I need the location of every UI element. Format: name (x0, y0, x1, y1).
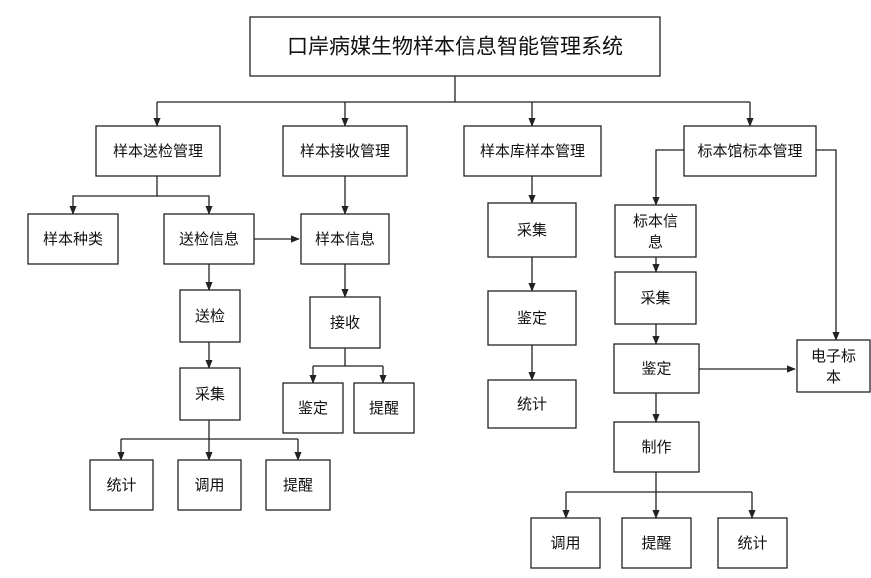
node-send-remind: 提醒 (265, 459, 331, 511)
node-send-call: 调用 (177, 459, 242, 511)
specimen-info-label-line2: 息 (648, 233, 663, 251)
send-stats-label: 统计 (106, 476, 136, 494)
museum-remind-label: 提醒 (641, 534, 671, 552)
node-send-info: 送检信息 (163, 213, 255, 265)
category-send-label: 样本送检管理 (113, 142, 203, 160)
node-electronic-specimen: 电子标 本 (796, 339, 871, 393)
specimen-info-label-line1: 标本信 (633, 212, 678, 230)
museum-call-label: 调用 (550, 534, 580, 552)
node-repository-collect: 采集 (487, 202, 577, 258)
electronic-specimen-label-line1: 电子标 (811, 347, 856, 365)
node-send-stats: 统计 (89, 459, 154, 511)
sample-info-label: 样本信息 (315, 230, 375, 248)
node-send: 送检 (179, 289, 241, 343)
node-museum-remind: 提醒 (621, 517, 692, 569)
category-repository-label: 样本库样本管理 (480, 142, 585, 160)
electronic-specimen-label-line2: 本 (826, 368, 841, 386)
category-send-management: 样本送检管理 (95, 125, 221, 177)
node-specimen-info: 标本信 息 (614, 204, 697, 258)
send-info-label: 送检信息 (179, 230, 239, 248)
node-receive-identify: 鉴定 (282, 382, 344, 434)
node-send-collect: 采集 (179, 367, 241, 421)
node-receive-remind: 提醒 (353, 382, 415, 434)
repository-identify-label: 鉴定 (517, 309, 547, 327)
receive-remind-label: 提醒 (369, 399, 399, 417)
node-repository-identify: 鉴定 (487, 290, 577, 346)
send-call-label: 调用 (194, 476, 224, 494)
museum-make-label: 制作 (641, 438, 671, 456)
send-label: 送检 (195, 307, 225, 325)
node-repository-stats: 统计 (487, 379, 577, 429)
category-museum-management: 标本馆标本管理 (683, 125, 817, 177)
repository-collect-label: 采集 (517, 221, 547, 239)
title-box: 口岸病媒生物样本信息智能管理系统 (249, 16, 661, 77)
receive-label: 接收 (330, 314, 360, 332)
category-receive-label: 样本接收管理 (300, 142, 390, 160)
category-receive-management: 样本接收管理 (282, 125, 408, 177)
send-collect-label: 采集 (195, 385, 225, 403)
node-museum-make: 制作 (613, 421, 700, 473)
connectors (69, 76, 840, 519)
node-sample-info: 样本信息 (300, 213, 390, 265)
museum-stats-label: 统计 (737, 534, 767, 552)
node-sample-types: 样本种类 (27, 213, 119, 265)
receive-identify-label: 鉴定 (298, 399, 328, 417)
category-museum-label: 标本馆标本管理 (697, 142, 802, 160)
node-receive: 接收 (309, 296, 381, 349)
category-repository-management: 样本库样本管理 (463, 125, 602, 177)
node-museum-call: 调用 (530, 517, 601, 569)
node-museum-collect: 采集 (614, 271, 697, 325)
museum-identify-label: 鉴定 (641, 360, 671, 378)
node-museum-stats: 统计 (717, 517, 788, 569)
diagram-title: 口岸病媒生物样本信息智能管理系统 (287, 35, 623, 59)
sample-types-label: 样本种类 (43, 230, 103, 248)
node-museum-identify: 鉴定 (613, 343, 700, 394)
send-remind-label: 提醒 (283, 476, 313, 494)
museum-collect-label: 采集 (640, 289, 670, 307)
repository-stats-label: 统计 (517, 395, 547, 413)
